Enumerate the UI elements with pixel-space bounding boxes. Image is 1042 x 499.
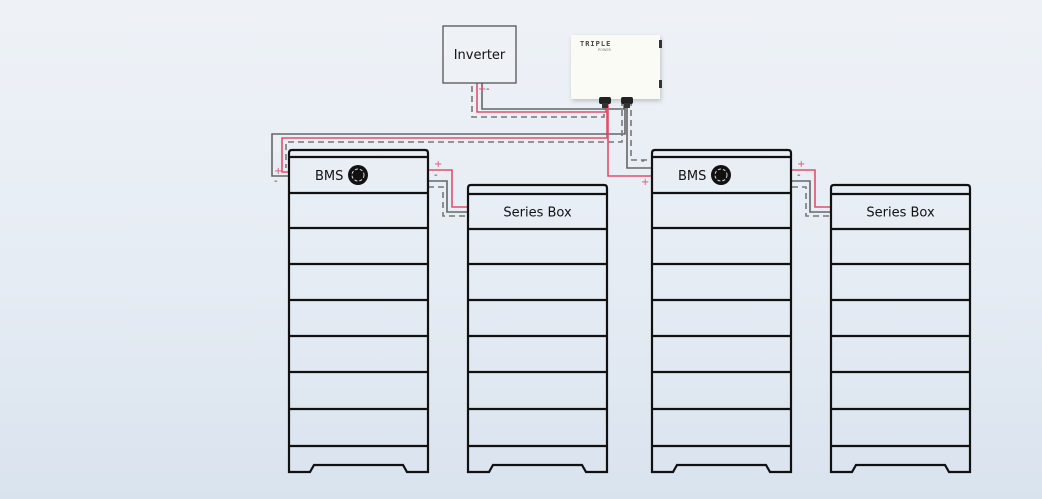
series1-negative-cable bbox=[428, 180, 468, 213]
minus-sign: - bbox=[434, 170, 438, 181]
minus-sign: - bbox=[486, 84, 490, 95]
series2-ground-cable bbox=[792, 186, 831, 217]
stack-outline bbox=[829, 183, 972, 474]
minus-sign: - bbox=[274, 176, 278, 187]
plus-sign: + bbox=[478, 84, 486, 95]
brand-subtitle: POWER bbox=[598, 48, 612, 52]
stack-outline bbox=[287, 148, 430, 474]
power-button-icon[interactable] bbox=[711, 165, 731, 185]
stack-outline bbox=[466, 183, 609, 474]
brand-logo: TRIPLE bbox=[580, 40, 611, 48]
inverter-ground-cable bbox=[471, 86, 605, 118]
combiner-box: TRIPLE POWER bbox=[571, 35, 662, 108]
series-box-label: Series Box bbox=[503, 206, 572, 221]
bms-battery-stack: BMS bbox=[287, 148, 430, 474]
series-box-stack: Series Box bbox=[466, 183, 609, 474]
plus-sign: + bbox=[641, 177, 649, 188]
series-box-label: Series Box bbox=[866, 206, 935, 221]
power-button-icon[interactable] bbox=[348, 165, 368, 185]
series2-negative-cable bbox=[792, 180, 831, 213]
stack-outline bbox=[650, 148, 793, 474]
plus-sign: + bbox=[797, 159, 805, 170]
bms-battery-stack: BMS bbox=[650, 148, 793, 474]
cable-gland-icon bbox=[599, 97, 611, 108]
bms-label: BMS bbox=[678, 169, 706, 184]
bms-label: BMS bbox=[315, 169, 343, 184]
stack2-ground-cable bbox=[630, 100, 652, 161]
inverter: Inverter bbox=[442, 25, 517, 84]
stack2-negative-cable bbox=[626, 100, 652, 169]
stack1-negative-cable bbox=[271, 100, 626, 177]
plus-sign: + bbox=[434, 159, 442, 170]
plus-sign: + bbox=[274, 166, 282, 177]
stack2-positive-cable bbox=[607, 100, 652, 177]
minus-sign: - bbox=[641, 156, 645, 167]
series1-positive-cable bbox=[428, 169, 468, 208]
inverter-label: Inverter bbox=[454, 48, 506, 63]
cable-gland-icon bbox=[621, 97, 633, 108]
polarity-labels: + - + - + - + - + - bbox=[274, 84, 805, 188]
series-box-stack: Series Box bbox=[829, 183, 972, 474]
cables bbox=[271, 83, 831, 217]
minus-sign: - bbox=[797, 170, 801, 181]
stack1-positive-cable bbox=[281, 100, 608, 173]
series2-positive-cable bbox=[792, 169, 831, 208]
stack1-ground-cable bbox=[285, 100, 623, 168]
